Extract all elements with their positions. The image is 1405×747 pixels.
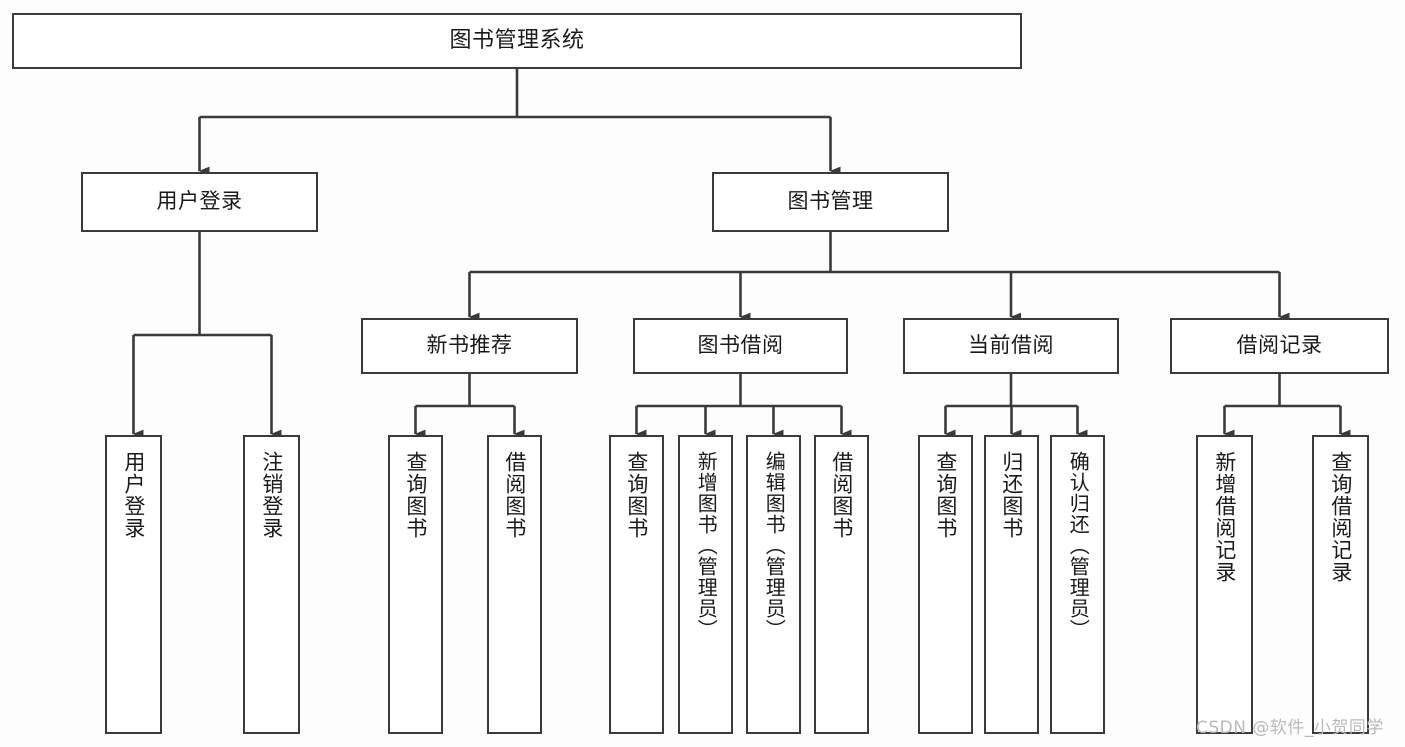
node-leaf-query-book-br[interactable]: 查询图书 (609, 435, 664, 734)
node-label: 图书管理系统 (449, 27, 585, 53)
node-leaf-query-record[interactable]: 查询借阅记录 (1312, 435, 1369, 734)
node-leaf-logout[interactable]: 注销登录 (243, 435, 300, 734)
node-leaf-add-record[interactable]: 新增借阅记录 (1196, 435, 1253, 734)
watermark: CSDN @软件_小贺同学 (1196, 718, 1384, 738)
node-label: 图书管理 (787, 189, 874, 214)
node-label: 新增图书（管理员） (694, 451, 719, 640)
node-label: 查询图书 (933, 451, 958, 539)
node-label: 用户登录 (121, 451, 146, 539)
node-label: 当前借阅 (968, 333, 1054, 358)
node-label: 新增借阅记录 (1212, 451, 1237, 583)
node-label: 用户登录 (156, 189, 243, 214)
node-label: 图书借阅 (697, 333, 784, 358)
node-label: 查询图书 (403, 451, 428, 539)
node-label: 借阅图书 (829, 451, 854, 539)
node-label: 注销登录 (259, 451, 284, 539)
node-label: 借阅图书 (502, 451, 527, 539)
node-root[interactable]: 图书管理系统 (12, 13, 1022, 69)
node-label: 新书推荐 (426, 333, 513, 358)
node-label: 查询借阅记录 (1328, 451, 1353, 583)
node-leaf-add-book[interactable]: 新增图书（管理员） (678, 435, 733, 734)
node-leaf-confirm-return[interactable]: 确认归还（管理员） (1050, 435, 1105, 734)
node-label: 确认归还（管理员） (1066, 451, 1091, 640)
node-book-borrow[interactable]: 图书借阅 (633, 318, 848, 374)
node-leaf-query-book-rec[interactable]: 查询图书 (388, 435, 443, 734)
node-book-manage[interactable]: 图书管理 (712, 172, 949, 232)
node-leaf-borrow-book-br[interactable]: 借阅图书 (814, 435, 869, 734)
node-leaf-return-book[interactable]: 归还图书 (984, 435, 1039, 734)
node-new-book-rec[interactable]: 新书推荐 (361, 318, 578, 374)
node-label: 查询图书 (624, 451, 649, 539)
node-label: 借阅记录 (1236, 333, 1323, 358)
node-label: 编辑图书（管理员） (762, 451, 787, 640)
node-label: 归还图书 (999, 451, 1024, 539)
node-leaf-borrow-book-rec[interactable]: 借阅图书 (487, 435, 542, 734)
node-leaf-query-book-cb[interactable]: 查询图书 (918, 435, 973, 734)
node-user-login[interactable]: 用户登录 (81, 172, 318, 232)
node-leaf-user-login[interactable]: 用户登录 (105, 435, 162, 734)
node-current-borrow[interactable]: 当前借阅 (903, 318, 1119, 374)
node-borrow-record[interactable]: 借阅记录 (1170, 318, 1389, 374)
node-leaf-edit-book[interactable]: 编辑图书（管理员） (746, 435, 801, 734)
